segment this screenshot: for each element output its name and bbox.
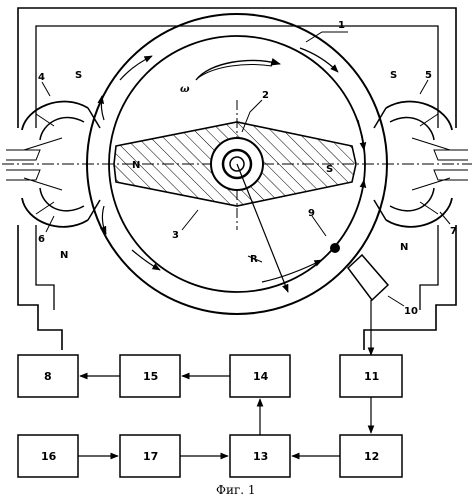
block-11-label: 11: [364, 370, 379, 383]
label-s-left: S: [75, 70, 82, 81]
label-omega: ω: [180, 84, 190, 95]
label-s-right: S: [390, 70, 397, 81]
block-13-label: 13: [253, 450, 268, 463]
radius-arrow: [236, 163, 289, 293]
frame-inner: [35, 25, 439, 310]
label-4: 4: [38, 72, 45, 83]
leader-lines: [41, 31, 451, 307]
block-12-label: 12: [364, 450, 379, 463]
block-15-label: 15: [143, 370, 158, 383]
label-r: R: [250, 254, 258, 265]
label-3: 3: [172, 230, 179, 241]
field-arrows: [97, 47, 367, 283]
label-2: 2: [262, 90, 269, 101]
block-17-label: 17: [143, 450, 158, 463]
label-6: 6: [38, 234, 45, 245]
label-1: 1: [338, 20, 345, 31]
block-diagram: 8 15 14 11 16 17 13 12: [17, 354, 403, 478]
label-n-right: N: [400, 242, 408, 253]
stator-pole-right: [373, 100, 468, 228]
block-8-label: 8: [44, 370, 52, 383]
stator-pole-left: [6, 100, 101, 228]
sensor: [346, 253, 390, 302]
frame: [17, 7, 457, 350]
block-8: [17, 354, 79, 398]
label-7: 7: [450, 226, 457, 237]
block-16-label: 16: [41, 450, 57, 463]
label-10: 10: [404, 306, 418, 317]
rotation-arrow: [195, 57, 281, 81]
figure-caption: Фиг. 1: [216, 483, 256, 497]
label-9: 9: [308, 208, 315, 219]
label-n-bar: N: [132, 160, 140, 171]
label-s-bar: S: [326, 164, 333, 175]
marker-dot: [330, 243, 340, 253]
block-14-label: 14: [253, 370, 269, 383]
label-5: 5: [425, 70, 432, 81]
label-n-left: N: [60, 250, 68, 261]
